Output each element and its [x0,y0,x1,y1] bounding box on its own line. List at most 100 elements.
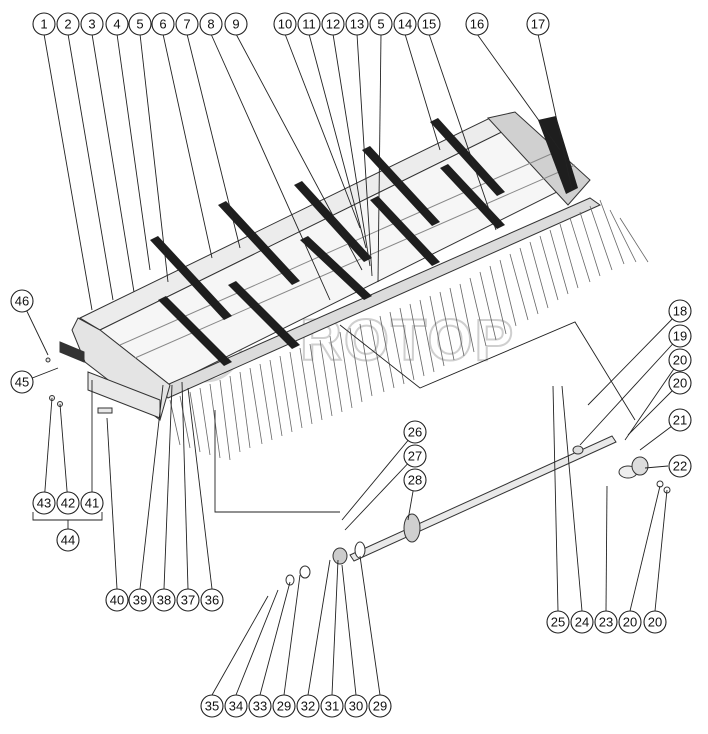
callout-label: 5 [377,17,384,32]
callout-21: 21 [668,408,692,432]
callout-41: 41 [80,491,104,515]
callout-label: 45 [15,375,29,390]
callout-32: 32 [296,694,320,718]
callout-label: 21 [673,413,687,428]
callout-34: 34 [224,694,248,718]
callout-28: 28 [403,468,427,492]
callout-label: 32 [301,699,315,714]
callout-25: 25 [546,610,570,634]
callout-label: 30 [349,699,363,714]
callout-label: 6 [159,17,166,32]
callout-10: 10 [273,12,297,36]
callout-label: 33 [253,699,267,714]
callout-36: 36 [200,588,224,612]
callout-13: 13 [345,12,369,36]
callout-23: 23 [594,610,618,634]
callout-33: 33 [248,694,272,718]
callout-26: 26 [403,420,427,444]
callout-label: 41 [85,496,99,511]
callout-label: 4 [113,17,120,32]
callout-label: 17 [531,17,545,32]
callout-24: 24 [570,610,594,634]
callout-9: 9 [224,12,248,36]
callout-label: 20 [673,376,687,391]
callout-label: 26 [408,425,422,440]
callout-label: 2 [64,17,71,32]
callout-44: 44 [56,528,80,552]
callout-label: 7 [183,17,190,32]
callout-12: 12 [321,12,345,36]
callout-label: 23 [599,615,613,630]
callout-label: 3 [88,17,95,32]
callout-list: 1 2 3 4 5 6 7 8 9 10 11 12 13 5 14 15 16… [10,12,692,718]
callout-20d: 20 [643,610,667,634]
cutter-fingers [169,199,649,461]
callout-label: 13 [350,17,364,32]
left-hardware [45,341,161,419]
callout-label: 29 [277,699,291,714]
callout-37: 37 [176,588,200,612]
callout-label: 12 [326,17,340,32]
callout-label: 9 [232,17,239,32]
callout-4: 4 [105,12,129,36]
callout-5: 5 [128,12,152,36]
callout-3: 3 [80,12,104,36]
callout-label: 8 [207,17,214,32]
callout-label: 42 [61,496,75,511]
callout-35: 35 [200,694,224,718]
callout-15: 15 [417,12,441,36]
callout-label: 18 [673,304,687,319]
callout-14: 14 [393,12,417,36]
callout-18: 18 [668,299,692,323]
callout-label: 29 [373,699,387,714]
callout-29b: 29 [368,694,392,718]
callout-43: 43 [32,491,56,515]
callout-45: 45 [10,370,34,394]
callout-label: 1 [40,17,47,32]
callout-label: 27 [408,449,422,464]
leader-lines [21,33,681,696]
callout-22: 22 [668,454,692,478]
callout-label: 20 [623,615,637,630]
callout-label: 35 [205,699,219,714]
callout-1: 1 [32,12,56,36]
callout-29a: 29 [272,694,296,718]
callout-label: 43 [37,496,51,511]
callout-label: 34 [229,699,243,714]
callout-label: 31 [325,699,339,714]
callout-16: 16 [465,12,489,36]
callout-label: 20 [673,353,687,368]
explode-outline [214,321,636,513]
callout-2: 2 [56,12,80,36]
callout-39: 39 [128,588,152,612]
callout-label: 22 [673,459,687,474]
cross-beams [150,116,578,366]
callout-8: 8 [199,12,223,36]
callout-30: 30 [344,694,368,718]
callout-5b: 5 [369,12,393,36]
callout-42: 42 [56,491,80,515]
callout-label: 24 [575,615,589,630]
callout-label: 10 [278,17,292,32]
callout-label: 20 [648,615,662,630]
callout-label: 37 [181,593,195,608]
callout-17: 17 [526,12,550,36]
callout-20b: 20 [668,371,692,395]
callout-38: 38 [152,588,176,612]
callout-20c: 20 [618,610,642,634]
callout-label: 19 [673,329,687,344]
callout-label: 36 [205,593,219,608]
callout-7: 7 [175,12,199,36]
callout-label: 38 [157,593,171,608]
callout-label: 5 [136,17,143,32]
callout-11: 11 [297,12,321,36]
callout-label: 39 [133,593,147,608]
callout-46: 46 [10,289,34,313]
callout-label: 16 [470,17,484,32]
callout-19: 19 [668,324,692,348]
knife-drive-shaft [285,435,671,586]
callout-label: 40 [110,593,124,608]
callout-label: 15 [422,17,436,32]
callout-40: 40 [105,588,129,612]
